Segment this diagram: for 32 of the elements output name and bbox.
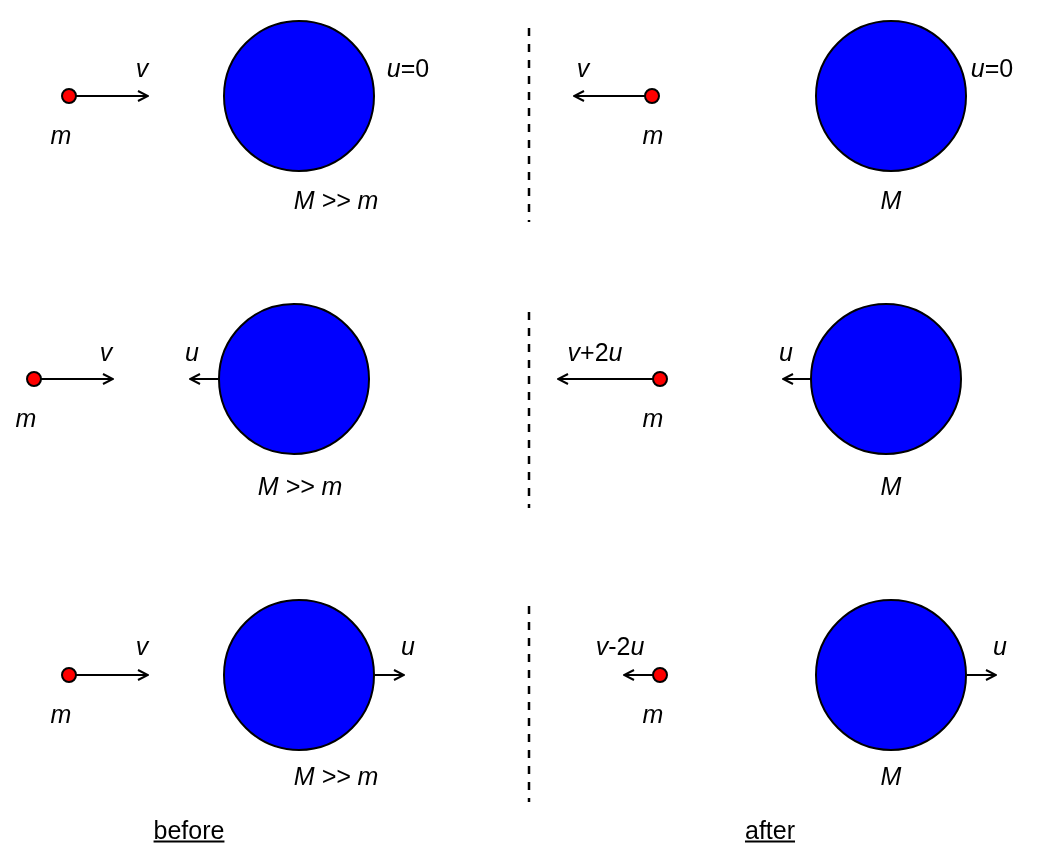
mass-label: m [642, 701, 664, 727]
velocity-label: v [135, 55, 149, 81]
small-ball [61, 88, 77, 104]
small-ball [61, 667, 77, 683]
mass-label: m [642, 122, 664, 148]
velocity-label: u [779, 339, 793, 365]
caption: after [745, 817, 795, 843]
small-ball [652, 371, 668, 387]
velocity-label: v [576, 55, 590, 81]
mass-label: M >> m [257, 473, 343, 499]
small-ball [652, 667, 668, 683]
velocity-label: v-2u [595, 633, 645, 659]
mass-label: m [642, 405, 664, 431]
mass-label: m [50, 701, 72, 727]
mass-label: m [50, 122, 72, 148]
velocity-label: u [185, 339, 199, 365]
velocity-label: v [99, 339, 113, 365]
mass-label: m [15, 405, 37, 431]
mass-label: M >> m [293, 763, 379, 789]
small-ball [644, 88, 660, 104]
velocity-label: v [135, 633, 149, 659]
mass-label: M [880, 187, 902, 213]
caption: before [153, 817, 225, 843]
mass-label: u=0 [970, 55, 1014, 81]
small-ball [26, 371, 42, 387]
mass-label: u=0 [386, 55, 430, 81]
mass-label: M [880, 763, 902, 789]
velocity-label: u [401, 633, 415, 659]
velocity-label: v+2u [567, 339, 623, 365]
mass-label: M [880, 473, 902, 499]
mass-label: M >> m [293, 187, 379, 213]
velocity-label: u [993, 633, 1007, 659]
